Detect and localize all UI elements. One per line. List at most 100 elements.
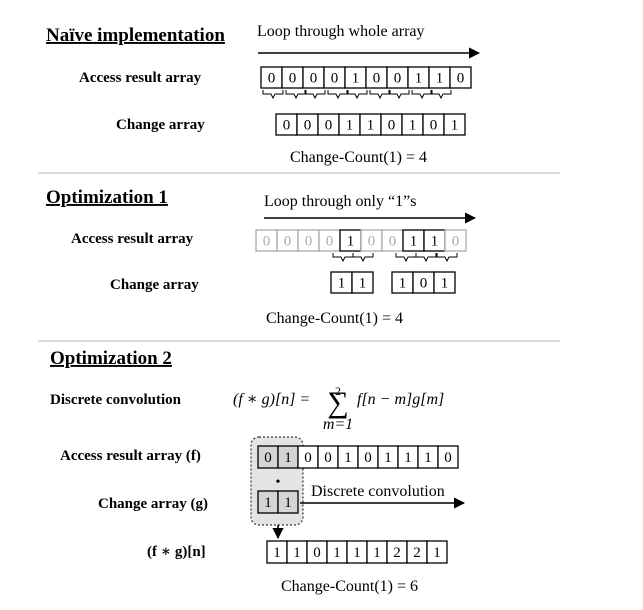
- cell-value: 2: [413, 545, 421, 561]
- cell-value: 1: [359, 276, 367, 292]
- array-cell: 0: [260, 66, 283, 89]
- array-cell: 2: [406, 540, 428, 564]
- formula-rhs: f[n − m]g[m]: [357, 391, 444, 408]
- array-cell: 1: [339, 229, 362, 252]
- opt1-change-label: Change array: [110, 277, 199, 293]
- cell-value: 0: [457, 71, 465, 87]
- pair-brace: [262, 90, 284, 100]
- pair-brace: [411, 90, 433, 100]
- pair-brace: [327, 90, 349, 100]
- naive-section: Naïve implementation Loop through whole …: [46, 23, 481, 166]
- array-cell: 0: [275, 113, 298, 136]
- array-cell: 0: [449, 66, 472, 89]
- opt1-count: Change-Count(1) = 4: [266, 310, 403, 327]
- array-cell: 0: [281, 66, 304, 89]
- opt2-access-label: Access result array (f): [60, 448, 201, 464]
- cell-value: 0: [364, 450, 372, 466]
- naive-heading: Naïve implementation: [46, 25, 225, 46]
- naive-change-label: Change array: [116, 117, 205, 133]
- pair-brace: [346, 90, 368, 100]
- array-cell: 1: [417, 445, 439, 469]
- cell-value: 1: [399, 276, 407, 292]
- opt2-conv-label: Discrete convolution: [50, 392, 182, 408]
- formula-sup: 2: [335, 384, 341, 398]
- cell-value: 0: [324, 450, 332, 466]
- cell-value: 0: [289, 71, 297, 87]
- cell-value: 1: [264, 495, 272, 511]
- cell-value: 0: [394, 71, 402, 87]
- cell-value: 1: [293, 545, 301, 561]
- array-cell: 1: [337, 445, 359, 469]
- array-cell: 0: [257, 445, 279, 469]
- array-cell: 0: [306, 540, 328, 564]
- cell-value: 0: [420, 276, 428, 292]
- array-cell: 1: [338, 113, 361, 136]
- cell-value: 1: [338, 276, 346, 292]
- array-cell: 1: [277, 490, 299, 514]
- array-cell: 1: [330, 271, 353, 294]
- array-cell: 0: [437, 445, 459, 469]
- array-cell: 1: [407, 66, 430, 89]
- array-cell: 1: [391, 271, 414, 294]
- cell-value: 0: [304, 450, 312, 466]
- pair-brace: [430, 90, 452, 100]
- conv-arrow-label: Discrete convolution: [311, 483, 445, 500]
- cell-value: 1: [373, 545, 381, 561]
- opt2-change-label: Change array (g): [98, 496, 208, 512]
- opt2-count: Change-Count(1) = 6: [281, 578, 418, 595]
- array-cell: 0: [422, 113, 445, 136]
- cell-value: 1: [451, 118, 459, 134]
- opt2-result-label: (f ∗ g)[n]: [147, 544, 206, 560]
- array-cell: 0: [276, 229, 299, 252]
- cell-value: 0: [368, 234, 376, 250]
- cell-value: 1: [347, 234, 355, 250]
- array-cell: 1: [266, 540, 288, 564]
- cell-value: 1: [273, 545, 281, 561]
- array-cell: 1: [443, 113, 466, 136]
- cell-value: 0: [389, 234, 397, 250]
- naive-pair-braces: [262, 90, 452, 100]
- opt1-pair-braces: [332, 253, 458, 263]
- cell-value: 0: [304, 118, 312, 134]
- array-cell: 1: [286, 540, 308, 564]
- cell-value: 1: [346, 118, 354, 134]
- cell-value: 1: [333, 545, 341, 561]
- cell-value: 0: [313, 545, 321, 561]
- opt1-heading: Optimization 1: [46, 187, 168, 208]
- formula-lhs: (f ∗ g)[n] =: [233, 391, 310, 408]
- array-cell: 1: [428, 66, 451, 89]
- cell-value: 1: [431, 234, 439, 250]
- array-cell: 0: [317, 445, 339, 469]
- array-cell: 1: [426, 540, 448, 564]
- array-cell: 0: [318, 229, 341, 252]
- pair-brace: [332, 253, 354, 263]
- formula-sub: m=1: [323, 416, 353, 433]
- formula-sum: ∑: [327, 386, 348, 419]
- pair-brace: [352, 253, 374, 263]
- naive-access-label: Access result array: [79, 70, 202, 86]
- array-cell: 0: [380, 113, 403, 136]
- cell-value: 1: [344, 450, 352, 466]
- pair-brace: [436, 253, 458, 263]
- cell-value: 1: [352, 71, 360, 87]
- cell-value: 1: [367, 118, 375, 134]
- cell-value: 1: [409, 118, 417, 134]
- convolution-formula: (f ∗ g)[n] = 2 ∑ m=1 f[n − m]g[m]: [233, 384, 444, 433]
- array-cell: 0: [323, 66, 346, 89]
- cell-value: 0: [331, 71, 339, 87]
- array-cell: 1: [423, 229, 446, 252]
- pair-brace: [369, 90, 391, 100]
- cell-value: 0: [325, 118, 333, 134]
- array-cell: 0: [444, 229, 467, 252]
- array-cell: 0: [386, 66, 409, 89]
- array-cell: 0: [412, 271, 435, 294]
- cell-value: 0: [283, 118, 291, 134]
- cell-value: 1: [433, 545, 441, 561]
- naive-count: Change-Count(1) = 4: [290, 149, 427, 166]
- cell-value: 1: [441, 276, 449, 292]
- cell-value: 0: [430, 118, 438, 134]
